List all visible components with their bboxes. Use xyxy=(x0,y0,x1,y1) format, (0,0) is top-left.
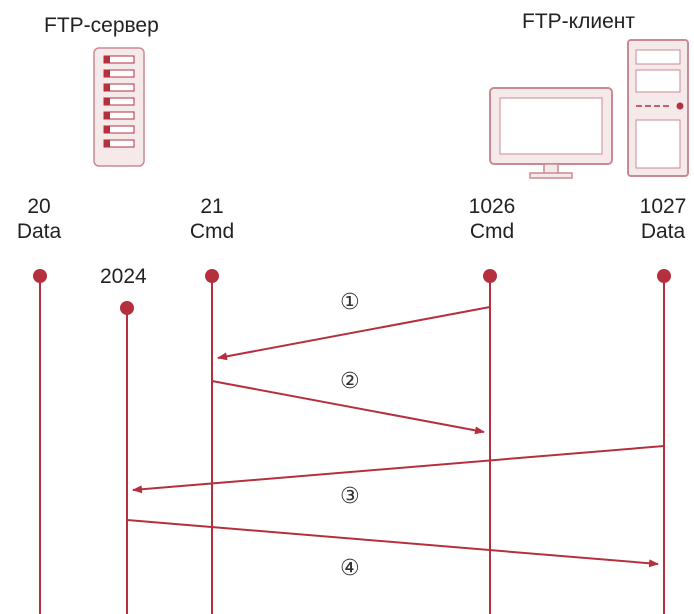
port-role: Data xyxy=(640,220,686,243)
endpoint-dot-21 xyxy=(205,269,219,283)
arrow-step-2 xyxy=(211,380,485,435)
step-1-label: ① xyxy=(340,290,360,315)
port-number: 1026 xyxy=(468,195,516,218)
arrow-step-3 xyxy=(132,445,665,494)
arrow-step-1 xyxy=(217,306,491,361)
port-number: 1027 xyxy=(639,195,687,218)
port-20-label: 20 Data xyxy=(14,194,64,244)
endpoint-dot-1027 xyxy=(657,269,671,283)
step-3-label: ③ xyxy=(340,484,360,509)
port-role: Cmd xyxy=(189,220,235,243)
port-role: Data xyxy=(16,220,62,243)
port-number: 20 xyxy=(27,195,51,218)
port-2024-label: 2024 xyxy=(100,265,147,288)
server-title: FTP-сервер xyxy=(44,14,159,37)
server-rack-icon xyxy=(93,47,145,167)
port-21-label: 21 Cmd xyxy=(184,194,240,244)
pc-tower-icon xyxy=(627,39,689,177)
port-1027-label: 1027 Data xyxy=(632,194,694,244)
client-title: FTP-клиент xyxy=(522,10,635,33)
endpoint-dot-1026 xyxy=(483,269,497,283)
monitor-icon xyxy=(489,87,613,179)
endpoint-dot-20 xyxy=(33,269,47,283)
port-role: Cmd xyxy=(469,220,515,243)
endpoint-dot-2024 xyxy=(120,301,134,315)
step-2-label: ② xyxy=(340,369,360,394)
port-1026-label: 1026 Cmd xyxy=(460,194,524,244)
arrow-step-4 xyxy=(126,519,659,568)
step-4-label: ④ xyxy=(340,556,360,581)
port-number: 21 xyxy=(200,195,224,218)
